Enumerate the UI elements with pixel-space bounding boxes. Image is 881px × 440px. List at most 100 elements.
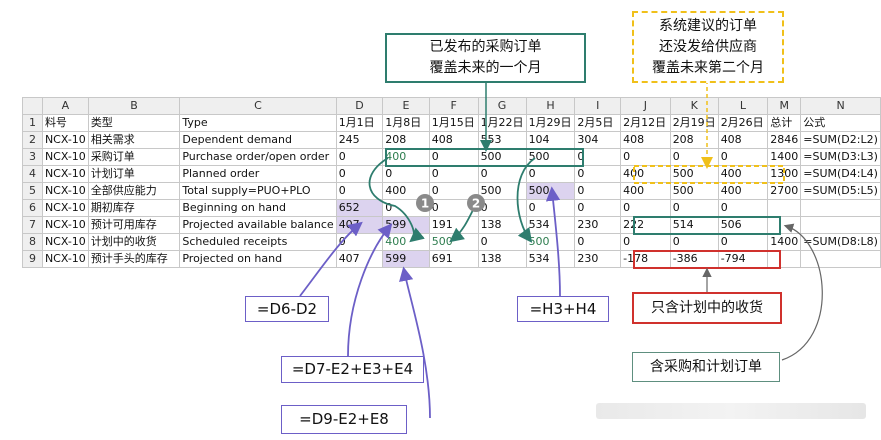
cell-D5[interactable]: 0 [335, 182, 384, 200]
cell-F6[interactable]: 0 [428, 199, 479, 217]
cell-B6[interactable]: 期初库存 [87, 199, 181, 217]
cell-E7[interactable]: 599 [382, 216, 430, 234]
cell-M5[interactable]: 2700 [767, 182, 802, 200]
cell-C8[interactable]: Scheduled receipts [179, 233, 337, 251]
cell-C7[interactable]: Projected available balance [179, 216, 337, 234]
cell-A8[interactable]: NCX-10 [41, 233, 89, 251]
cell-B2[interactable]: 相关需求 [87, 131, 181, 149]
cell-E6[interactable]: 0 [382, 199, 430, 217]
row-header[interactable]: 1 [22, 114, 43, 132]
cell-C9[interactable]: Projected on hand [179, 250, 337, 268]
cell-A6[interactable]: NCX-10 [41, 199, 89, 217]
cell-K9[interactable]: -386 [669, 250, 719, 268]
column-header[interactable]: L [717, 97, 769, 115]
cell-N2[interactable]: =SUM(D2:L2) [800, 131, 881, 149]
column-header[interactable]: M [767, 97, 802, 115]
cell-J2[interactable]: 408 [620, 131, 671, 149]
cell-F9[interactable]: 691 [428, 250, 479, 268]
cell-C5[interactable]: Total supply=PUO+PLO [179, 182, 337, 200]
row-header[interactable]: 7 [22, 216, 43, 234]
cell-L9[interactable]: -794 [717, 250, 769, 268]
cell-K2[interactable]: 208 [669, 131, 719, 149]
row-header[interactable]: 2 [22, 131, 43, 149]
column-header[interactable]: C [179, 97, 337, 115]
cell-I1[interactable]: 2月5日 [574, 114, 622, 132]
cell-L1[interactable]: 2月26日 [717, 114, 769, 132]
column-header[interactable]: D [335, 97, 384, 115]
cell-I2[interactable]: 304 [574, 131, 622, 149]
cell-J9[interactable]: -178 [620, 250, 671, 268]
cell-D3[interactable]: 0 [335, 148, 384, 166]
cell-B3[interactable]: 采购订单 [87, 148, 181, 166]
cell-B9[interactable]: 预计手头的库存 [87, 250, 181, 268]
cell-M1[interactable]: 总计 [767, 114, 802, 132]
cell-J3[interactable]: 0 [620, 148, 671, 166]
cell-N5[interactable]: =SUM(D5:L5) [800, 182, 881, 200]
cell-A2[interactable]: NCX-10 [41, 131, 89, 149]
cell-I3[interactable]: 0 [574, 148, 622, 166]
cell-D1[interactable]: 1月1日 [335, 114, 384, 132]
cell-K3[interactable]: 0 [669, 148, 719, 166]
cell-I5[interactable]: 0 [574, 182, 622, 200]
column-header[interactable]: H [525, 97, 576, 115]
column-header[interactable]: I [574, 97, 622, 115]
cell-H6[interactable]: 0 [525, 199, 576, 217]
cell-F8[interactable]: 500 [428, 233, 479, 251]
cell-L3[interactable]: 0 [717, 148, 769, 166]
cell-N4[interactable]: =SUM(D4:L4) [800, 165, 881, 183]
cell-F7[interactable]: 191 [428, 216, 479, 234]
cell-J5[interactable]: 400 [620, 182, 671, 200]
cell-E1[interactable]: 1月8日 [382, 114, 430, 132]
cell-N3[interactable]: =SUM(D3:L3) [800, 148, 881, 166]
column-header[interactable]: J [620, 97, 671, 115]
cell-D9[interactable]: 407 [335, 250, 384, 268]
column-header[interactable]: A [41, 97, 89, 115]
cell-L2[interactable]: 408 [717, 131, 769, 149]
cell-L6[interactable]: 0 [717, 199, 769, 217]
cell-K5[interactable]: 500 [669, 182, 719, 200]
cell-E9[interactable]: 599 [382, 250, 430, 268]
cell-J6[interactable]: 0 [620, 199, 671, 217]
column-header[interactable]: G [477, 97, 527, 115]
cell-D6[interactable]: 652 [335, 199, 384, 217]
cell-A4[interactable]: NCX-10 [41, 165, 89, 183]
column-header[interactable]: F [428, 97, 479, 115]
cell-G3[interactable]: 500 [477, 148, 527, 166]
cell-F1[interactable]: 1月15日 [428, 114, 479, 132]
cell-J8[interactable]: 0 [620, 233, 671, 251]
cell-N8[interactable]: =SUM(D8:L8) [800, 233, 881, 251]
cell-B1[interactable]: 类型 [87, 114, 181, 132]
cell-I9[interactable]: 230 [574, 250, 622, 268]
cell-K8[interactable]: 0 [669, 233, 719, 251]
cell-M3[interactable]: 1400 [767, 148, 802, 166]
column-header[interactable]: E [382, 97, 430, 115]
cell-H8[interactable]: 500 [525, 233, 576, 251]
cell-C6[interactable]: Beginning on hand [179, 199, 337, 217]
cell-G5[interactable]: 500 [477, 182, 527, 200]
cell-H2[interactable]: 104 [525, 131, 576, 149]
cell-N1[interactable]: 公式 [800, 114, 881, 132]
cell-H4[interactable]: 0 [525, 165, 576, 183]
cell-A7[interactable]: NCX-10 [41, 216, 89, 234]
cell-G8[interactable]: 0 [477, 233, 527, 251]
cell-G6[interactable]: 0 [477, 199, 527, 217]
cell-G4[interactable]: 0 [477, 165, 527, 183]
cell-M4[interactable]: 1300 [767, 165, 802, 183]
cell-M2[interactable]: 2846 [767, 131, 802, 149]
cell-H7[interactable]: 534 [525, 216, 576, 234]
cell-D4[interactable]: 0 [335, 165, 384, 183]
cell-J1[interactable]: 2月12日 [620, 114, 671, 132]
cell-H5[interactable]: 500 [525, 182, 576, 200]
cell-J7[interactable]: 222 [620, 216, 671, 234]
select-all-corner[interactable] [22, 97, 43, 115]
row-header[interactable]: 4 [22, 165, 43, 183]
cell-M8[interactable]: 1400 [767, 233, 802, 251]
cell-H3[interactable]: 500 [525, 148, 576, 166]
cell-F4[interactable]: 0 [428, 165, 479, 183]
cell-D7[interactable]: 407 [335, 216, 384, 234]
cell-B4[interactable]: 计划订单 [87, 165, 181, 183]
cell-E2[interactable]: 208 [382, 131, 430, 149]
cell-G1[interactable]: 1月22日 [477, 114, 527, 132]
cell-F5[interactable]: 0 [428, 182, 479, 200]
